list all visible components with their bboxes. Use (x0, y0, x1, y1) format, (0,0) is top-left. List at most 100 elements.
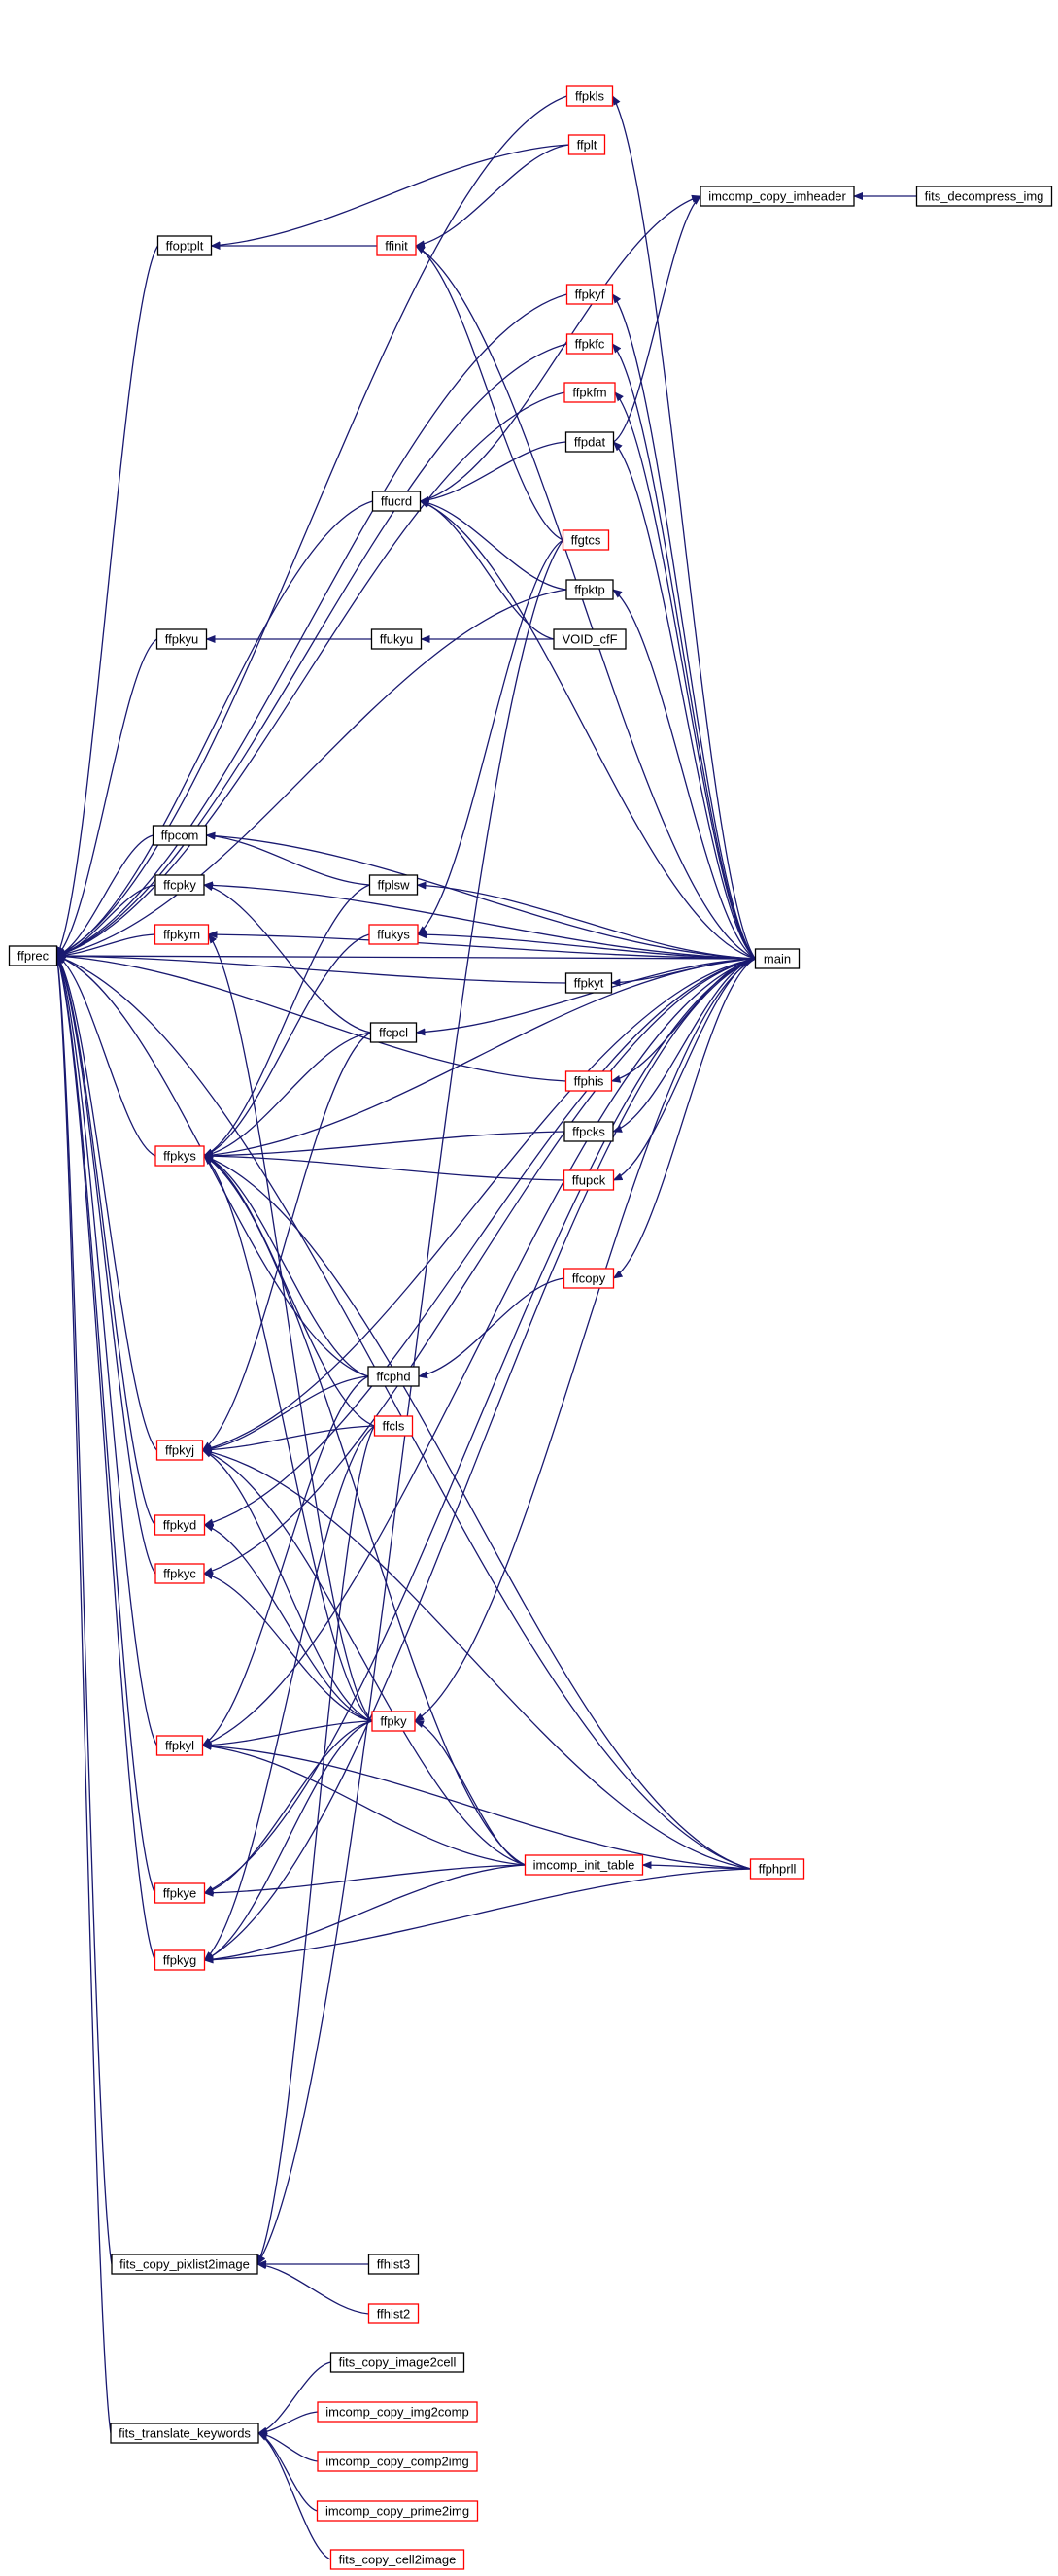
edge-imcomp-init-table-to-ffpkye (203, 1864, 526, 1897)
edge-ffpky-to-ffpkym (207, 933, 373, 1722)
node-imcomp-copy-imheader[interactable]: imcomp_copy_imheader (700, 186, 855, 207)
edge-ffphprll-to-imcomp-init-table (641, 1861, 751, 1870)
node-ffukyu[interactable]: ffukyu (370, 628, 423, 650)
node-fits-translate-keywords[interactable]: fits_translate_keywords (110, 2423, 259, 2444)
node-box (562, 529, 610, 551)
node-label: imcomp_init_table (533, 1858, 635, 1873)
node-ffpkyg[interactable]: ffpkyg (154, 1949, 206, 1971)
node-box (700, 186, 855, 207)
node-ffprec[interactable]: ffprec (8, 945, 58, 966)
node-ffpcks[interactable]: ffpcks (563, 1121, 614, 1142)
node-ffpkyf[interactable]: ffpkyf (565, 284, 614, 305)
edge-main-to-ffpkym (207, 931, 756, 960)
node-ffpkyu[interactable]: ffpkyu (155, 628, 208, 650)
node-box (565, 333, 614, 355)
node-box (563, 382, 616, 403)
node-ffplsw[interactable]: ffplsw (368, 874, 419, 896)
edge-imcomp-init-table-to-ffpky (414, 1720, 526, 1866)
edges-layer (53, 95, 917, 2560)
node-ffpkym[interactable]: ffpkym (154, 924, 210, 945)
node-ffplt[interactable]: ffplt (567, 134, 606, 155)
node-ffukys[interactable]: ffukys (368, 924, 419, 945)
node-ffpkyj[interactable]: ffpkyj (155, 1440, 204, 1461)
node-main[interactable]: main (754, 948, 801, 969)
edge-ffpky-to-ffpkyc (203, 1572, 373, 1722)
node-fits-copy-pixlist2image[interactable]: fits_copy_pixlist2image (111, 2254, 258, 2275)
node-ffpcom[interactable]: ffpcom (152, 825, 208, 846)
node-ffpkys[interactable]: ffpkys (154, 1145, 205, 1167)
node-box (563, 1121, 614, 1142)
node-box (564, 972, 613, 994)
node-ffhist2[interactable]: ffhist2 (367, 2303, 420, 2324)
node-label: fits_copy_image2cell (339, 2356, 457, 2370)
edge-ffpdat-to-imcomp-copy-imheader (613, 195, 701, 443)
node-label: fits_decompress_img (925, 189, 1044, 204)
edge-main-to-ffcpky (203, 881, 756, 960)
node-ffphprll[interactable]: ffphprll (749, 1858, 805, 1880)
node-label: ffgtcs (571, 533, 601, 548)
edge-ffpkfm-to-ffprec (55, 391, 565, 958)
node-ffcpky[interactable]: ffcpky (154, 874, 205, 896)
node-box (565, 284, 614, 305)
node-ffpkyd[interactable]: ffpkyd (154, 1514, 206, 1536)
node-label: ffpkyj (165, 1443, 194, 1458)
node-ffpkyc[interactable]: ffpkyc (154, 1563, 205, 1584)
edge-imcomp-init-table-to-ffpkyj (201, 1449, 526, 1866)
node-ffoptplt[interactable]: ffoptplt (156, 235, 213, 256)
node-label: ffplt (577, 138, 597, 153)
node-ffpkyl[interactable]: ffpkyl (155, 1735, 204, 1756)
node-ffcls[interactable]: ffcls (373, 1415, 414, 1437)
node-imcomp-init-table[interactable]: imcomp_init_table (524, 1854, 644, 1876)
edge-ffcphd-to-ffpkyl (201, 1375, 369, 1746)
edge-imcomp-init-table-to-ffpkys (203, 1155, 526, 1866)
node-ffphis[interactable]: ffphis (564, 1070, 613, 1092)
node-ffpky[interactable]: ffpky (371, 1711, 416, 1732)
edge-imcomp-init-table-to-ffpkyl (201, 1742, 526, 1866)
edge-ffpkyt-to-ffprec (55, 952, 566, 984)
edge-fits-copy-image2cell-to-fits-translate-keywords (257, 2361, 331, 2435)
node-label: imcomp_copy_comp2img (325, 2455, 468, 2469)
node-ffpkyt[interactable]: ffpkyt (564, 972, 613, 994)
edge-main-to-ffpkys (203, 958, 756, 1160)
node-ffucrd[interactable]: ffucrd (371, 491, 422, 512)
node-box (154, 1949, 206, 1971)
edge-ffpkfc-to-ffprec (55, 343, 567, 957)
node-label: ffpkye (163, 1886, 196, 1901)
edge-ffpkyu-to-ffprec (55, 638, 157, 957)
node-ffpkfc[interactable]: ffpkfc (565, 333, 614, 355)
edge-imcomp-init-table-to-ffpkyg (203, 1864, 526, 1964)
node-ffpkye[interactable]: ffpkye (154, 1882, 206, 1904)
node-box (368, 924, 419, 945)
node-ffcopy[interactable]: ffcopy (563, 1268, 615, 1289)
node-fits-decompress-img[interactable]: fits_decompress_img (915, 186, 1053, 207)
node-imcomp-copy-prime2img[interactable]: imcomp_copy_prime2img (316, 2500, 479, 2522)
edge-main-to-ffpkfm (614, 391, 756, 960)
node-ffpkfm[interactable]: ffpkfm (563, 382, 616, 403)
node-ffpdat[interactable]: ffpdat (564, 431, 615, 453)
node-box (524, 1854, 644, 1876)
edge-ffpcks-to-ffpkys (203, 1131, 565, 1160)
node-ffcpcl[interactable]: ffcpcl (369, 1022, 418, 1043)
edge-ffcphd-to-ffpkyj (201, 1375, 369, 1453)
node-box (155, 1735, 204, 1756)
node-label: ffinit (385, 239, 408, 254)
node-ffgtcs[interactable]: ffgtcs (562, 529, 610, 551)
node-ffupck[interactable]: ffupck (563, 1169, 615, 1191)
node-fits-copy-cell2image[interactable]: fits_copy_cell2image (329, 2549, 465, 2570)
node-box (317, 2401, 478, 2423)
node-imcomp-copy-img2comp[interactable]: imcomp_copy_img2comp (317, 2401, 478, 2423)
node-box (373, 1415, 414, 1437)
node-ffpkls[interactable]: ffpkls (565, 85, 614, 107)
node-label: ffucrd (381, 494, 412, 509)
node-ffpktp[interactable]: ffpktp (565, 579, 614, 600)
node-VOID-cfF[interactable]: VOID_cfF (553, 628, 627, 650)
node-box (329, 2549, 465, 2570)
node-fits-copy-image2cell[interactable]: fits_copy_image2cell (329, 2352, 465, 2373)
node-ffhist3[interactable]: ffhist3 (367, 2254, 420, 2275)
edge-main-to-ffpcks (612, 958, 756, 1133)
node-imcomp-copy-comp2img[interactable]: imcomp_copy_comp2img (317, 2451, 478, 2472)
node-ffinit[interactable]: ffinit (376, 235, 417, 256)
edge-ffphprll-to-ffpkyl (201, 1742, 751, 1870)
node-label: ffpkyu (165, 632, 198, 647)
node-ffcphd[interactable]: ffcphd (367, 1366, 420, 1387)
